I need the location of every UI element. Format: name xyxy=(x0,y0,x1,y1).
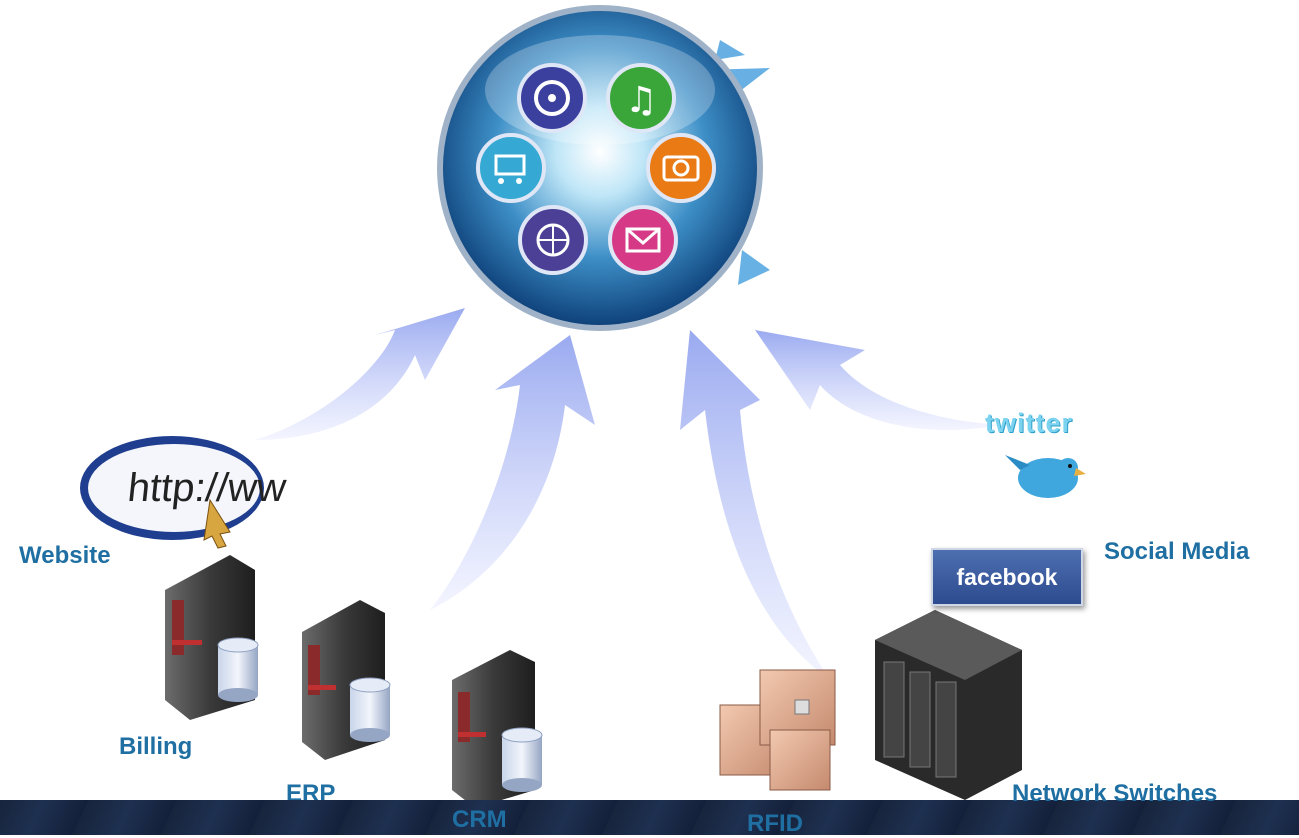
camera-icon xyxy=(646,133,716,203)
film-icon xyxy=(517,63,587,133)
label-network-switches: Network Switches xyxy=(1012,780,1218,807)
mail-icon xyxy=(608,205,678,275)
arrow-erp xyxy=(430,335,595,610)
label-social-media: Social Media xyxy=(1104,538,1250,565)
twitter-logo: twitter xyxy=(985,408,1073,438)
bottom-band xyxy=(0,800,1299,835)
erp-database-icon xyxy=(349,677,391,742)
label-billing: Billing xyxy=(119,733,193,760)
twitter-bird-icon xyxy=(1005,455,1086,498)
label-rfid: RFID xyxy=(747,810,803,837)
http-bar-icon xyxy=(80,436,264,549)
arrow-social-media xyxy=(755,330,1000,431)
crm-database-icon xyxy=(501,727,543,792)
rfid-tags-icon xyxy=(719,669,836,791)
network-switches-icon xyxy=(875,610,1022,800)
svg-text:♫: ♫ xyxy=(625,80,657,121)
label-crm: CRM xyxy=(452,806,507,833)
label-website: Website xyxy=(19,542,111,569)
billing-database-icon xyxy=(217,637,259,702)
arrow-website xyxy=(255,308,465,440)
facebook-logo: facebook xyxy=(931,548,1083,606)
music-note-icon: ♫ xyxy=(606,63,676,133)
http-text: http://ww xyxy=(125,466,289,510)
hub-sphere: ♫ xyxy=(437,5,770,331)
shopping-cart-icon xyxy=(476,133,546,203)
globe-cursor-icon xyxy=(518,205,588,275)
arrow-rfid xyxy=(680,330,830,680)
